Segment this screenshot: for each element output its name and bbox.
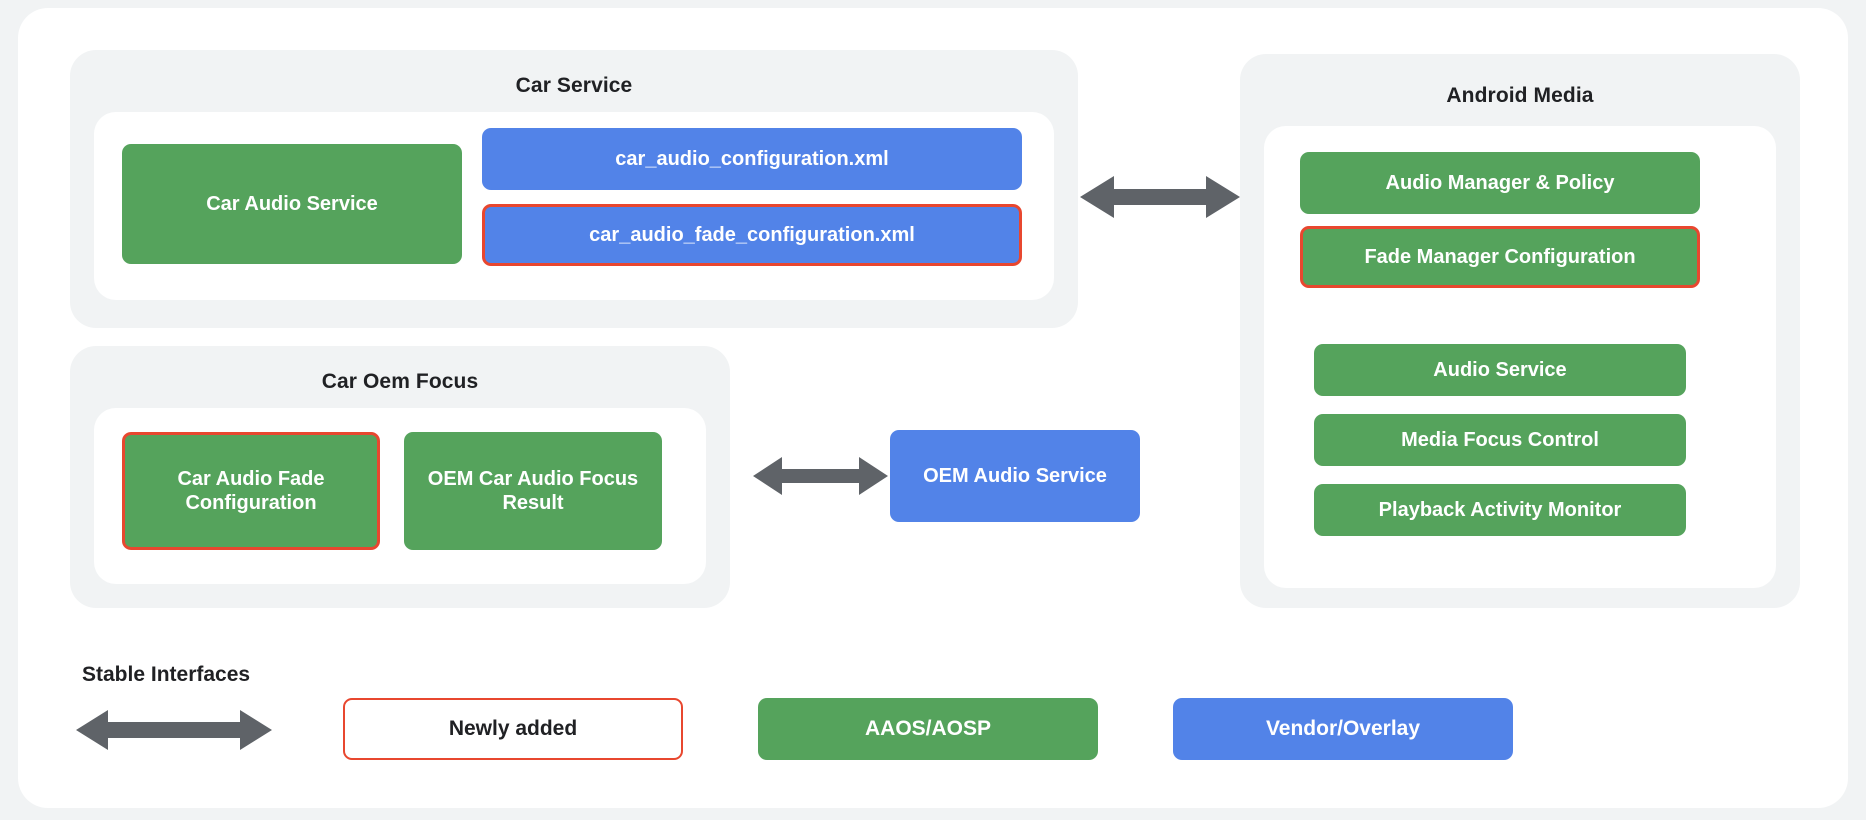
node-audio-manager-and-policy[interactable]: Audio Manager & Policy bbox=[1300, 152, 1700, 214]
node-oem-audio-service[interactable]: OEM Audio Service bbox=[890, 430, 1140, 522]
node-fade-manager-configuration[interactable]: Fade Manager Configuration bbox=[1300, 226, 1700, 288]
legend-item-vendor-overlay[interactable]: Vendor/Overlay bbox=[1173, 698, 1513, 760]
node-car-audio-configuration-xml-label: car_audio_configuration.xml bbox=[615, 148, 889, 170]
group-android-media: Android Media Audio Manager & Policy Fad… bbox=[1240, 54, 1800, 608]
node-playback-activity-monitor[interactable]: Playback Activity Monitor bbox=[1314, 484, 1686, 536]
group-car-service: Car Service Car Audio Service car_audio_… bbox=[70, 50, 1078, 328]
group-title-car-oem-focus: Car Oem Focus bbox=[321, 370, 479, 393]
group-title-android-media: Android Media bbox=[1446, 84, 1594, 107]
legend-double-arrow-icon bbox=[76, 710, 272, 750]
legend-stable-interfaces-label: Stable Interfaces bbox=[82, 663, 251, 686]
node-media-focus-control[interactable]: Media Focus Control bbox=[1314, 414, 1686, 466]
diagram-canvas: Car Service Car Audio Service car_audio_… bbox=[18, 8, 1848, 808]
node-car-audio-fade-configuration-xml[interactable]: car_audio_fade_configuration.xml bbox=[482, 204, 1022, 266]
group-android-media-inner: Audio Manager & Policy Fade Manager Conf… bbox=[1264, 126, 1776, 588]
group-car-oem-focus-inner: Car Audio Fade Configuration OEM Car Aud… bbox=[94, 408, 706, 584]
node-car-audio-service[interactable]: Car Audio Service bbox=[122, 144, 462, 264]
node-media-focus-control-label: Media Focus Control bbox=[1401, 429, 1599, 451]
node-audio-manager-and-policy-label: Audio Manager & Policy bbox=[1385, 172, 1615, 194]
node-car-audio-configuration-xml[interactable]: car_audio_configuration.xml bbox=[482, 128, 1022, 190]
legend-item-aaos-aosp-label: AAOS/AOSP bbox=[864, 717, 992, 740]
node-car-audio-fade-configuration-label: Car Audio Fade Configuration bbox=[177, 468, 325, 514]
node-oem-car-audio-focus-result-label: OEM Car Audio Focus Result bbox=[427, 468, 639, 514]
node-oem-audio-service-label: OEM Audio Service bbox=[923, 465, 1107, 487]
legend-item-vendor-overlay-label: Vendor/Overlay bbox=[1265, 717, 1421, 740]
node-fade-manager-configuration-label: Fade Manager Configuration bbox=[1364, 246, 1636, 268]
group-car-oem-focus: Car Oem Focus Car Audio Fade Configurati… bbox=[70, 346, 730, 608]
node-car-audio-fade-configuration[interactable]: Car Audio Fade Configuration bbox=[122, 432, 380, 550]
node-car-audio-service-label: Car Audio Service bbox=[206, 193, 378, 215]
node-car-audio-fade-configuration-xml-label: car_audio_fade_configuration.xml bbox=[589, 224, 915, 246]
node-audio-service[interactable]: Audio Service bbox=[1314, 344, 1686, 396]
legend-item-newly-added[interactable]: Newly added bbox=[343, 698, 683, 760]
node-playback-activity-monitor-label: Playback Activity Monitor bbox=[1378, 499, 1622, 521]
node-audio-service-label: Audio Service bbox=[1433, 359, 1567, 381]
legend-item-newly-added-label: Newly added bbox=[448, 717, 578, 740]
legend-item-aaos-aosp[interactable]: AAOS/AOSP bbox=[758, 698, 1098, 760]
group-car-service-inner: Car Audio Service car_audio_configuratio… bbox=[94, 112, 1054, 300]
node-oem-car-audio-focus-result[interactable]: OEM Car Audio Focus Result bbox=[404, 432, 662, 550]
connector-car-oem-focus-to-oem-audio-service-icon bbox=[753, 457, 888, 495]
group-title-car-service: Car Service bbox=[515, 74, 633, 97]
connector-car-service-to-android-media-icon bbox=[1080, 176, 1240, 218]
